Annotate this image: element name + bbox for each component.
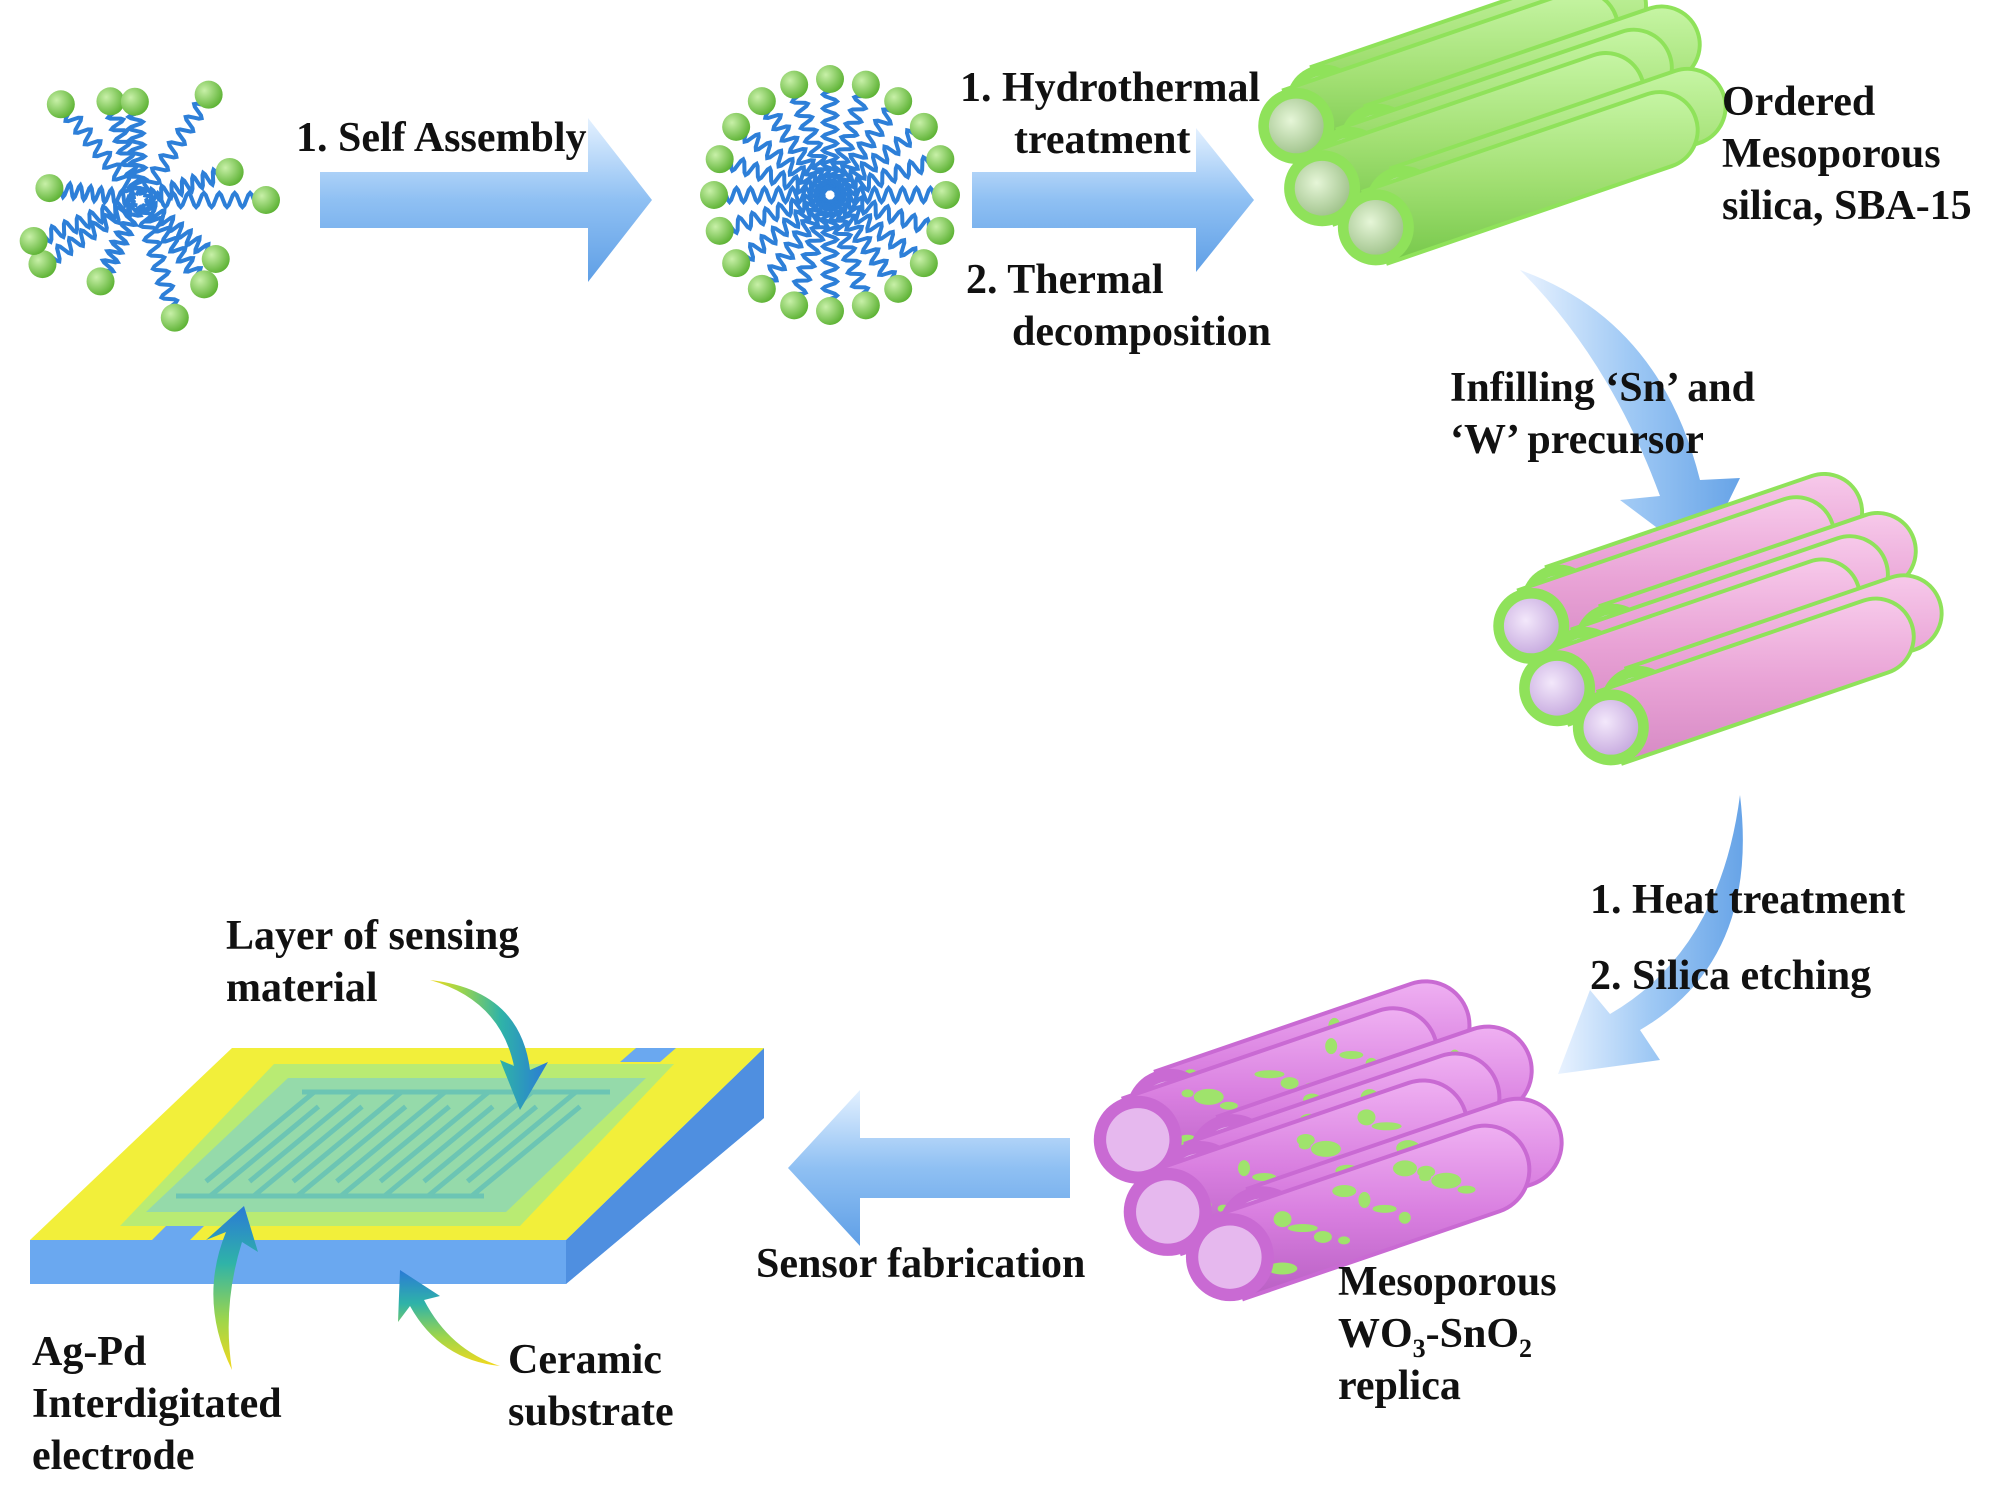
label-replica-line3: replica [1338, 1363, 1461, 1409]
label-infilling-line1: Infilling ‘Sn’ and [1450, 365, 1756, 411]
precursor-filled-bundle [1493, 472, 1944, 766]
sensor-device [30, 980, 764, 1370]
label-heat-treatment: 1. Heat treatment [1590, 877, 1906, 923]
label-substrate: Ceramic substrate [508, 1334, 674, 1438]
label-sensing-layer-line1: Layer of sensing [226, 913, 520, 959]
label-sensing-layer-line2: material [226, 965, 378, 1011]
label-sensing-layer: Layer of sensing material [226, 910, 519, 1014]
label-sba15-line2: Mesoporous [1722, 131, 1941, 177]
label-infilling-line2: ‘W’ precursor [1450, 417, 1704, 463]
label-hydrothermal: 1. Hydrothermal treatment [960, 62, 1260, 166]
label-sba15: Ordered Mesoporous silica, SBA-15 [1722, 76, 1972, 232]
label-silica-etching: 2. Silica etching [1590, 953, 1872, 999]
label-hydrothermal-line2: treatment [1014, 117, 1191, 163]
label-self-assembly: 1. Self Assembly [296, 115, 587, 161]
interdigitated-electrode [176, 1089, 610, 1199]
label-replica: Mesoporous WO3-SnO2 replica [1338, 1256, 1557, 1412]
sensor-fabrication-arrow [788, 1090, 1070, 1246]
electrode-pointer [206, 1206, 258, 1370]
label-sba15-line3: silica, SBA-15 [1722, 183, 1972, 229]
label-replica-line2: WO3-SnO2 [1338, 1311, 1533, 1363]
wo3-sno2-replica-bundle [1093, 979, 1564, 1302]
sensing-layer-pointer [430, 980, 548, 1110]
heat-etching-arrow [1558, 795, 1743, 1074]
label-hydrothermal-line1: 1. Hydrothermal [960, 65, 1261, 111]
label-electrode-line3: electrode [32, 1433, 195, 1479]
label-thermal-line1: 2. Thermal [966, 257, 1164, 303]
label-thermal: 2. Thermal decomposition [966, 254, 1271, 358]
label-thermal-line2: decomposition [1012, 309, 1272, 355]
infilling-arrow [1520, 270, 1740, 560]
self-assembly-arrow [320, 118, 652, 282]
label-electrode: Ag-Pd Interdigitated electrode [32, 1326, 282, 1482]
label-electrode-line2: Interdigitated [32, 1381, 282, 1427]
label-substrate-line1: Ceramic [508, 1337, 662, 1383]
label-sba15-line1: Ordered [1722, 79, 1876, 125]
hydrothermal-arrow [972, 128, 1254, 272]
sba15-silica-bundle [1258, 0, 1728, 266]
ceramic-substrate-side [30, 1048, 764, 1284]
label-infilling: Infilling ‘Sn’ and ‘W’ precursor [1450, 362, 1755, 466]
substrate-pointer [398, 1270, 500, 1366]
surfactant-micelle-initial [19, 80, 280, 332]
label-electrode-line1: Ag-Pd [32, 1329, 147, 1375]
surfactant-micelle-assembled [700, 65, 960, 325]
label-replica-line1: Mesoporous [1338, 1259, 1557, 1305]
label-sensor-fabrication: Sensor fabrication [756, 1241, 1086, 1287]
label-substrate-line2: substrate [508, 1389, 674, 1435]
